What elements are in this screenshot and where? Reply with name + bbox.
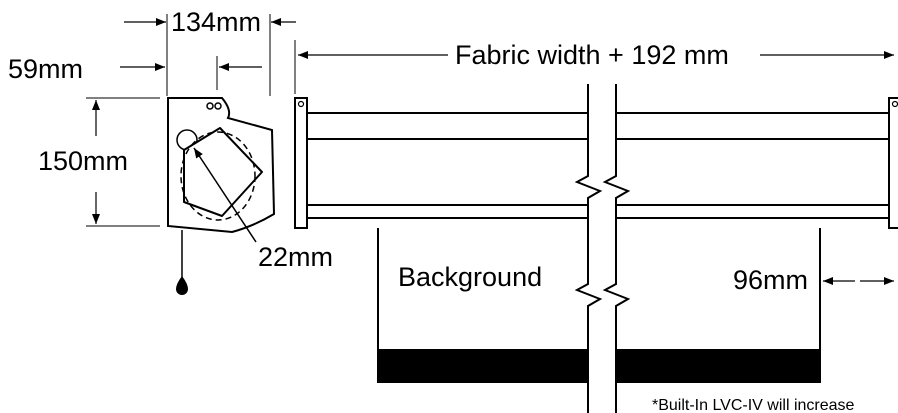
chain-weight-icon <box>176 276 188 295</box>
label-96mm: 96mm <box>733 265 808 295</box>
dimension-fabric-width: Fabric width + 192 mm <box>294 40 894 94</box>
label-22mm: 22mm <box>258 242 333 272</box>
dimension-96mm: 96mm <box>733 265 894 295</box>
end-bracket <box>167 97 276 295</box>
label-fabric-width: Fabric width + 192 mm <box>455 40 729 70</box>
break-gap <box>574 84 631 413</box>
label-background: Background <box>398 262 542 292</box>
bracket-hole-icon <box>206 102 214 110</box>
clutch-diamond <box>183 127 263 217</box>
dimension-59mm: 59mm <box>8 54 262 90</box>
footnote: *Built-In LVC-IV will increase <box>652 397 855 413</box>
dimension-22mm: 22mm <box>193 147 333 272</box>
label-59mm: 59mm <box>8 54 83 84</box>
label-150mm: 150mm <box>38 146 128 176</box>
fabric-roll-dashed-circle <box>180 131 256 221</box>
bracket-hole-icon <box>214 102 222 110</box>
dimension-150mm: 150mm <box>38 97 160 227</box>
dimension-134mm: 134mm <box>124 7 296 96</box>
label-134mm: 134mm <box>171 7 261 37</box>
